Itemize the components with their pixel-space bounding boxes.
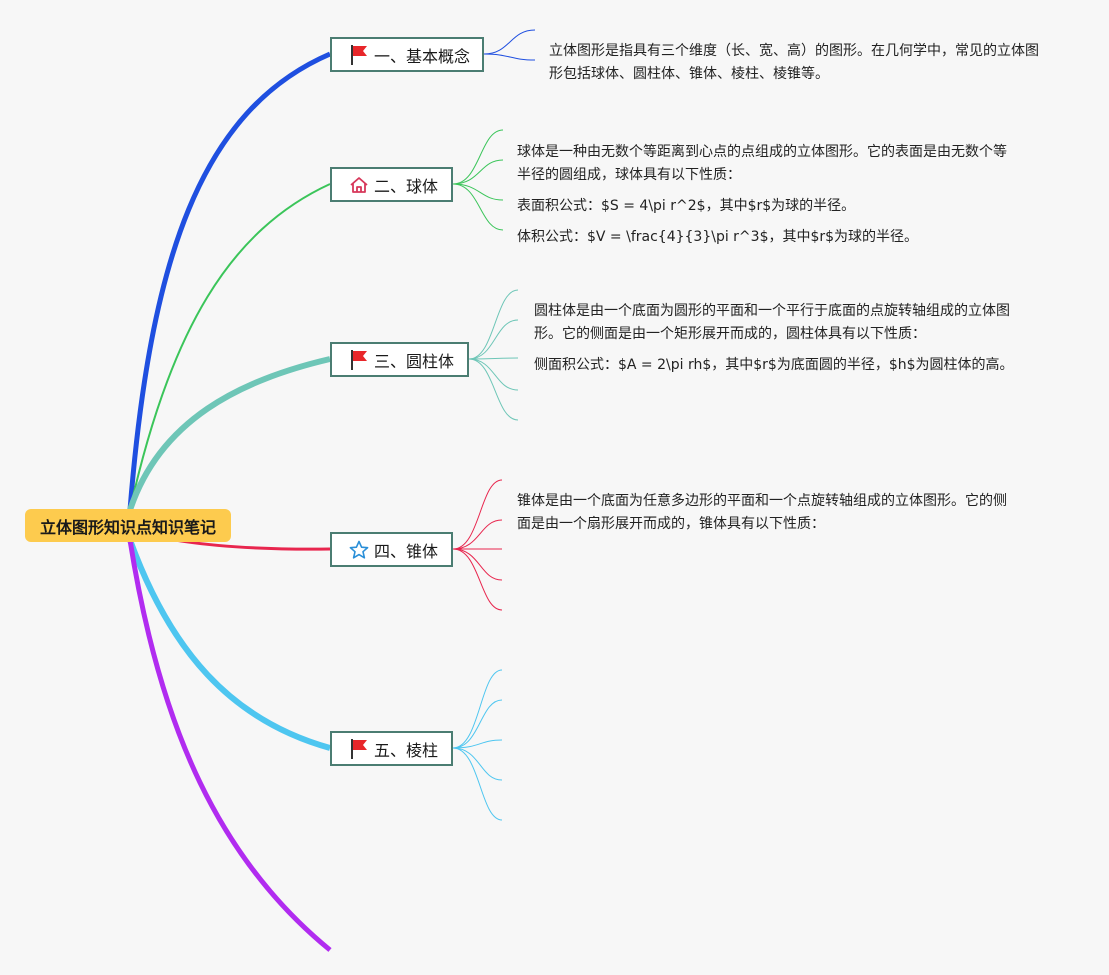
topic-prism[interactable]: 五、棱柱: [330, 731, 453, 766]
sub-connector-t2: [452, 183, 504, 231]
topic-label: 四、锥体: [374, 541, 439, 561]
sub-connector-t4: [452, 548, 503, 581]
topic-label: 一、基本概念: [374, 46, 471, 66]
sub-connector-t3: [468, 358, 519, 391]
sub-connector-t3: [468, 357, 519, 360]
topic-basic-concept[interactable]: 一、基本概念: [330, 37, 484, 72]
red-flag-icon: [348, 44, 370, 66]
note-line: 圆柱体是由一个底面为圆形的平面和一个平行于底面的点旋转轴组成的立体图形。它的侧面…: [534, 303, 1010, 342]
topic-label: 五、棱柱: [374, 740, 439, 760]
sub-connector-t2: [452, 159, 504, 185]
sub-connector-t3: [468, 358, 519, 421]
sub-connector-t5: [452, 739, 503, 749]
note-basic-concept: 立体图形是指具有三个维度（长、宽、高）的图形。在几何学中，常见的立体图形包括球体…: [549, 40, 1049, 86]
branch-t5: [127, 538, 331, 751]
branch-t3: [127, 356, 331, 511]
red-flag-icon: [348, 349, 370, 371]
topic-label: 三、圆柱体: [374, 351, 455, 371]
root-topic-label: 立体图形知识点知识笔记: [39, 517, 216, 537]
sub-connector-t4: [452, 519, 503, 550]
branch-t1: [127, 51, 331, 511]
sub-connector-t3: [468, 289, 519, 360]
topic-cylinder[interactable]: 三、圆柱体: [330, 342, 469, 377]
sub-connector-t5: [452, 699, 503, 749]
sub-connector-t3: [468, 319, 519, 360]
note-cylinder: 圆柱体是由一个底面为圆形的平面和一个平行于底面的点旋转轴组成的立体图形。它的侧面…: [534, 300, 1034, 377]
home-icon: [348, 174, 370, 196]
sub-connector-t5: [452, 747, 503, 821]
red-flag-icon: [348, 738, 370, 760]
sub-connector-t2: [452, 183, 504, 201]
branch-extra: [127, 539, 332, 952]
root-topic[interactable]: 立体图形知识点知识笔记: [25, 509, 231, 542]
topic-label: 二、球体: [374, 176, 439, 196]
note-sphere: 球体是一种由无数个等距离到心点的点组成的立体图形。它的表面是由无数个等半径的圆组…: [517, 141, 1017, 249]
sub-connector-t2: [452, 129, 504, 185]
note-line: 立体图形是指具有三个维度（长、宽、高）的图形。在几何学中，常见的立体图形包括球体…: [549, 43, 1039, 82]
note-line: 表面积公式：$S = 4\pi r^2$，其中$r$为球的半径。: [517, 198, 856, 214]
sub-connector-t4: [452, 479, 503, 550]
note-line: 体积公式：$V = \frac{4}{3}\pi r^3$，其中$r$为球的半径…: [517, 229, 919, 245]
note-line: 球体是一种由无数个等距离到心点的点组成的立体图形。它的表面是由无数个等半径的圆组…: [517, 144, 1007, 183]
note-line: 侧面积公式：$A = 2\pi rh$，其中$r$为底面圆的半径，$h$为圆柱体…: [534, 357, 1014, 373]
note-line: 锥体是由一个底面为任意多边形的平面和一个点旋转轴组成的立体图形。它的侧面是由一个…: [517, 493, 1007, 532]
topic-sphere[interactable]: 二、球体: [330, 167, 453, 202]
sub-connector-t1: [483, 53, 536, 61]
sub-connector-t1: [483, 29, 536, 55]
sub-connector-t5: [452, 669, 503, 749]
sub-connector-t4: [452, 548, 503, 611]
topic-cone[interactable]: 四、锥体: [330, 532, 453, 567]
branch-t2: [129, 183, 331, 511]
note-cone: 锥体是由一个底面为任意多边形的平面和一个点旋转轴组成的立体图形。它的侧面是由一个…: [517, 490, 1017, 536]
sub-connector-t5: [452, 747, 503, 781]
star-icon: [348, 539, 370, 561]
